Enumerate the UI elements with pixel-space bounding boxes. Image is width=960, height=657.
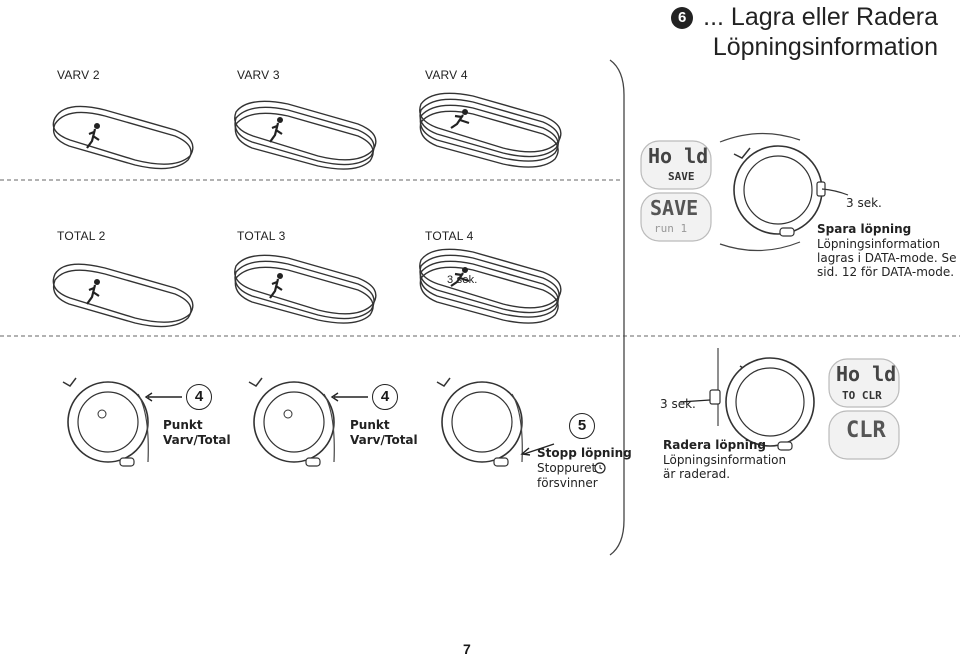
track-hold-time: 3 sek. — [447, 274, 478, 286]
stop-body-2: försvinner — [537, 476, 598, 490]
total-label-2: TOTAL 3 — [237, 229, 286, 243]
lap-label-1: VARV 2 — [57, 68, 100, 82]
arrow-stop — [520, 443, 555, 456]
lcd-display-clr — [828, 410, 900, 460]
track-varv-2 — [52, 105, 194, 170]
save-heading: Spara löpning — [817, 222, 912, 236]
clear-body-2: är raderad. — [663, 467, 731, 481]
lcd-toclr-text: TO CLR — [842, 389, 882, 402]
lap-1-sub: Varv/Total — [163, 433, 231, 447]
lcd-hold-text: Ho ld — [648, 144, 709, 168]
lap-1-heading: Punkt — [163, 418, 203, 432]
step-badge-lap-2: 4 — [372, 384, 398, 410]
watch-lap-2 — [248, 377, 335, 467]
stop-heading: Stopp löpning — [537, 446, 632, 460]
total-label-3: TOTAL 4 — [425, 229, 474, 243]
runner-icon — [86, 123, 100, 149]
lcd-display-save-run — [640, 192, 712, 242]
lcd-run-text: run 1 — [654, 222, 688, 235]
page-title: 6 ... Lagra eller Radera Löpningsinformat… — [578, 2, 938, 62]
clear-body-1: Löpningsinformation — [663, 453, 787, 467]
watch-lap-1 — [62, 377, 149, 467]
arrow-lap-2 — [330, 392, 368, 402]
total-label-1: TOTAL 2 — [57, 229, 106, 243]
lcd-save-text: SAVE — [668, 170, 695, 183]
lap-2-heading: Punkt — [350, 418, 390, 432]
title-text-1: ... Lagra eller Radera — [703, 3, 938, 31]
track-total-4 — [419, 248, 562, 324]
lap-label-2: VARV 3 — [237, 68, 280, 82]
page-number: 7 — [463, 641, 471, 657]
clear-heading: Radera löpning — [663, 438, 766, 452]
arrow-lap-1 — [144, 392, 182, 402]
lap-label-3: VARV 4 — [425, 68, 468, 82]
stopwatch-icon — [594, 462, 606, 474]
lcd-clr-text: CLR — [846, 418, 886, 443]
lcd-display-hold-clr — [828, 358, 900, 408]
lcd-hold-text-2: Ho ld — [836, 362, 897, 386]
save-body: Löpningsinformation lagras i DATA-mode. … — [817, 237, 957, 279]
track-varv-3 — [234, 100, 377, 170]
watch-clear — [709, 348, 815, 451]
track-total-3 — [234, 254, 377, 324]
runner-icon — [86, 279, 100, 305]
runner-icon — [269, 273, 283, 299]
clear-hold-time: 3 sek. — [660, 397, 696, 411]
watch-stop — [436, 377, 523, 467]
lap-2-sub: Varv/Total — [350, 433, 418, 447]
track-total-2 — [52, 263, 194, 328]
arrow-clear — [679, 399, 711, 403]
save-hold-time: 3 sek. — [846, 196, 882, 210]
step-badge: 6 — [671, 7, 694, 29]
page-title-line-1: 6 ... Lagra eller Radera — [578, 2, 938, 32]
lcd-save-big-text: SAVE — [650, 196, 699, 220]
watch-save — [719, 132, 849, 252]
title-text-2: Löpningsinformation — [712, 33, 938, 61]
track-varv-4 — [419, 92, 562, 168]
lcd-display-hold-save — [640, 140, 712, 190]
runner-icon — [269, 117, 283, 143]
stop-body-1: Stoppuret — [537, 461, 597, 475]
step-badge-lap-1: 4 — [186, 384, 212, 410]
step-badge-stop: 5 — [569, 413, 595, 439]
runner-icon — [450, 267, 470, 287]
runner-icon — [450, 109, 470, 129]
